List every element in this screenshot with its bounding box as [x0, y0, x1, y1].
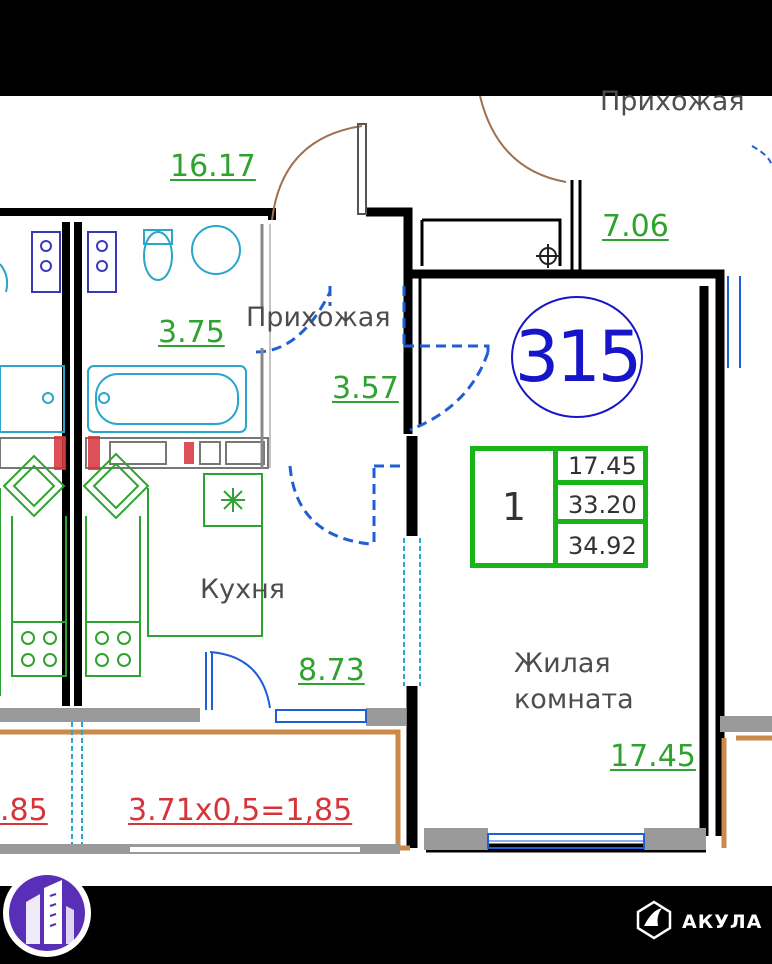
floor-plan: Прихожая 16.17 7.06 Прихожая 3.75 3.57 К…: [0, 88, 772, 886]
balcony: [0, 729, 772, 851]
area-label-top-left: 16.17: [170, 149, 256, 184]
area-label-kitchen: 8.73: [298, 653, 365, 688]
room-label-living-1: Жилая: [514, 648, 611, 679]
vent-icon: [536, 244, 560, 268]
balcony-floor: [0, 722, 400, 854]
floor-plan-drawing: [0, 96, 772, 854]
partition: [260, 224, 271, 468]
entrance-door: [271, 96, 567, 221]
bathroom-fixtures: [0, 225, 247, 433]
window-kitchen: [0, 708, 772, 732]
room-label-hallway-top: Прихожая: [600, 86, 745, 117]
kitchen-door: [205, 651, 271, 710]
room-label-living-2: комната: [514, 684, 634, 715]
area-label-living: 17.45: [610, 739, 696, 774]
building-logo-icon: [0, 866, 94, 960]
doors: [255, 286, 490, 548]
room-label-hallway: Прихожая: [246, 302, 391, 333]
kitchen-counter: [0, 436, 269, 470]
balcony-partial-label: .85: [0, 793, 48, 828]
apartment-info-box: 1 17.45 33.20 34.92: [470, 446, 648, 568]
inner-window: [403, 538, 421, 686]
agency-name: АКУЛА: [682, 911, 763, 933]
balcony-formula-label: 3.71x0,5=1,85: [128, 793, 353, 828]
room-label-kitchen: Кухня: [200, 574, 286, 605]
room-count: 1: [475, 451, 558, 563]
total-area-balcony-value: 34.92: [568, 532, 637, 560]
shark-logo-icon: [636, 900, 672, 940]
total-area-value: 33.20: [558, 490, 643, 524]
area-label-hallway: 3.57: [332, 371, 399, 406]
kitchen-appliances: [0, 452, 263, 696]
area-label-top-right: 7.06: [602, 209, 669, 244]
window-right: [727, 145, 772, 368]
area-label-bathroom: 3.75: [158, 315, 225, 350]
apartment-number: 315: [511, 296, 643, 418]
living-area-value: 17.45: [558, 451, 643, 485]
window-bottom: [424, 828, 706, 850]
